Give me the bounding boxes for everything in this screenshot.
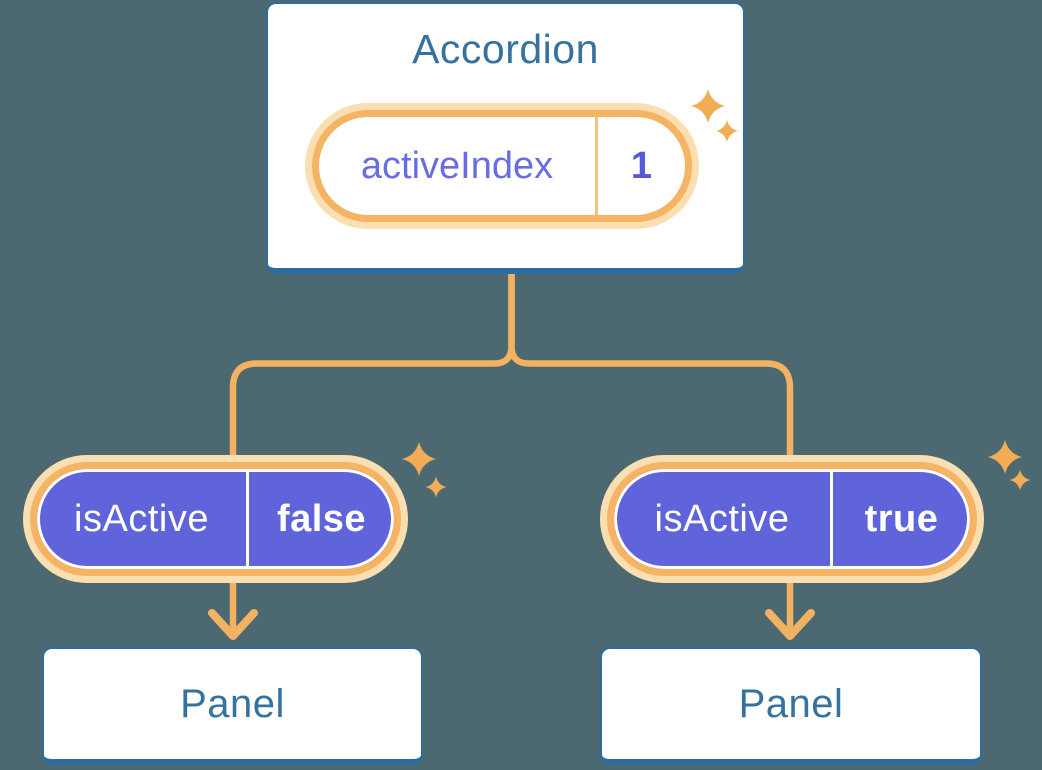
prop-pill-right: isActive true — [607, 462, 977, 576]
state-pill: activeIndex 1 — [312, 110, 692, 222]
sparkle-icon — [1009, 469, 1031, 491]
state-pill-label: activeIndex — [360, 144, 554, 187]
panel-card-right: Panel — [600, 647, 982, 765]
prop-pill-left-value: false — [276, 497, 367, 540]
panel-title: Panel — [738, 681, 844, 726]
accordion-title: Accordion — [412, 26, 599, 72]
sparkle-icon — [988, 440, 1022, 474]
sparkle-icon — [425, 476, 447, 498]
state-pill-value: 1 — [630, 144, 653, 187]
panel-card-left: Panel — [42, 647, 423, 765]
prop-pill-right-value: true — [864, 497, 939, 540]
arrow-down-icon — [208, 609, 258, 640]
prop-pill-right-label: isActive — [654, 497, 790, 540]
prop-pill-left-label: isActive — [74, 497, 209, 540]
prop-pill-left: isActive false — [30, 462, 401, 576]
panel-title: Panel — [180, 681, 285, 726]
state-pill-divider — [595, 117, 598, 215]
accordion-card: Accordion activeIndex 1 — [266, 2, 745, 274]
prop-pill-right-divider — [830, 469, 833, 569]
sparkle-icon — [402, 442, 436, 476]
arrow-down-icon — [765, 609, 815, 640]
